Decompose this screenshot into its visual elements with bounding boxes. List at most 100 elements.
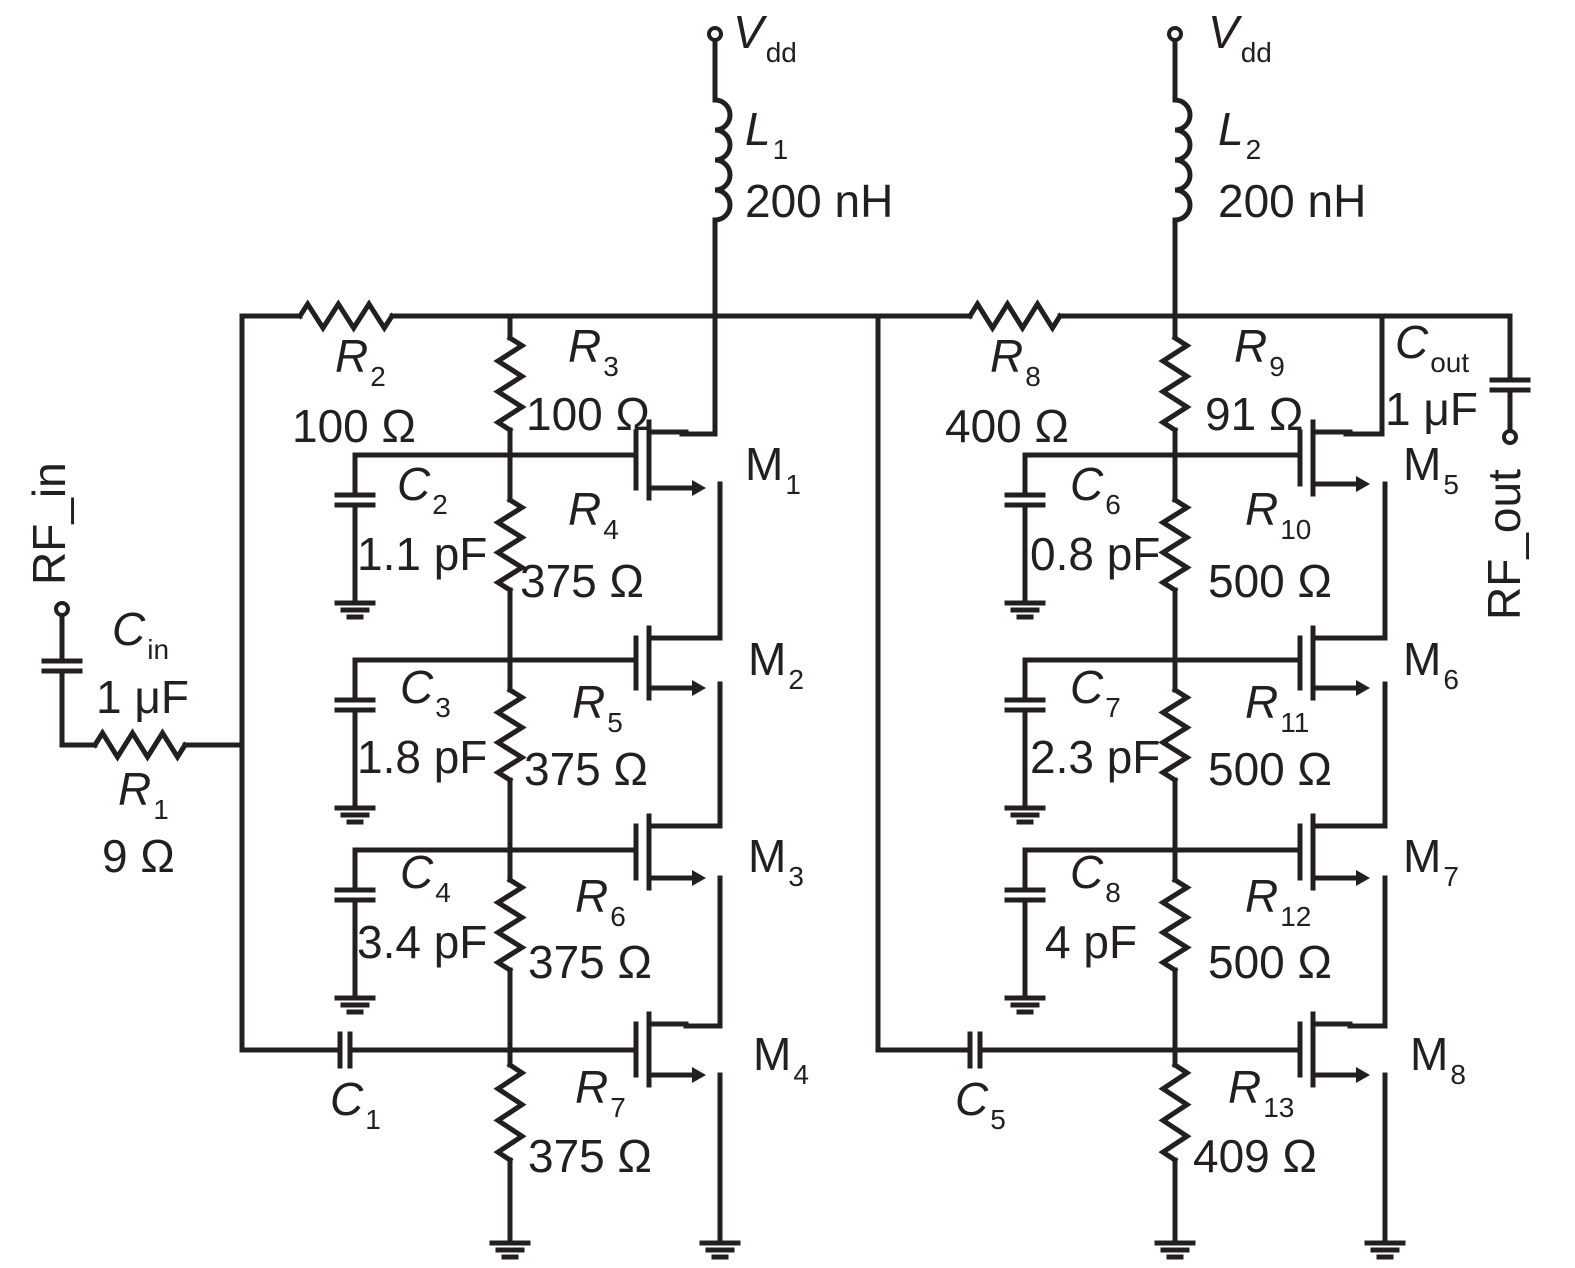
c6-value: 0.8 pF [1030,528,1160,580]
r11-value: 500 Ω [1208,743,1332,795]
resistor-r5 [493,686,527,784]
r5-label: R5 [572,676,623,738]
vdd2-label-name: V [1208,6,1243,58]
c7-value: 2.3 pF [1030,731,1160,783]
c4-value: 3.4 pF [357,916,487,968]
c2-label-subscript: 2 [432,489,448,520]
c4-label: C4 [400,846,451,908]
resistor-r1 [91,728,189,762]
m7-label: M7 [1403,830,1459,892]
c5-label-subscript: 5 [990,1104,1006,1135]
r13-label-name: R [1228,1061,1261,1113]
transistor-m3-arrow [692,870,706,886]
r8-label-name: R [990,330,1023,382]
vdd2-terminal [1167,26,1183,42]
ground-m8 [1364,1240,1406,1260]
ground-c2 [334,600,376,620]
r7-label-subscript: 7 [610,1092,626,1123]
rail-to-m5-drain [1343,313,1385,437]
r3-label: R3 [568,320,619,382]
rf-out-label: RF_out [1478,469,1530,620]
c3-label: C3 [400,661,451,723]
r7-label: R7 [575,1061,626,1123]
r5-value: 375 Ω [524,743,648,795]
capacitor-c1 [337,1031,353,1069]
inductor-l1 [712,97,733,223]
m5-label-subscript: 5 [1443,469,1459,500]
capacitor-c3 [334,697,376,713]
c2-label: C2 [397,458,448,520]
c4-wire [352,847,639,1001]
c6-label-subscript: 6 [1105,489,1121,520]
ground-c6 [1004,600,1046,620]
transistor-m5-arrow [1356,476,1370,492]
l1-label-subscript: 1 [773,134,789,165]
resistor-r7 [493,1061,527,1164]
l2-label: L2 [1218,103,1261,165]
inductor-l2 [1172,97,1193,223]
rf-in-wire [59,612,245,748]
resistor-r10 [1158,496,1192,594]
ground-r7 [489,1240,531,1260]
m2-label: M2 [748,633,804,695]
resistor-r13 [1158,1061,1192,1164]
resistor-r9 [1158,334,1192,434]
r2-value: 100 Ω [292,400,416,452]
r4-label-name: R [568,483,601,535]
right-bias-wire [875,313,1303,1053]
transistor-m2-arrow [692,680,706,696]
c8-label: C8 [1070,846,1121,908]
ground-c3 [334,805,376,825]
c3-value: 1.8 pF [357,731,487,783]
c2-wire [352,452,639,606]
transistor-m7-arrow [1356,870,1370,886]
capacitor-c7 [1004,697,1046,713]
m8-label-subscript: 8 [1450,1059,1466,1090]
rf-in-terminal [54,601,70,617]
r10-value: 500 Ω [1208,555,1332,607]
r7-label-name: R [575,1061,608,1113]
m1-label: M1 [745,438,801,500]
capacitor-c8 [1004,887,1046,903]
m1-label-name: M [745,438,783,490]
c8-label-subscript: 8 [1105,877,1121,908]
capacitor-c4 [334,887,376,903]
r9-label-subscript: 9 [1269,351,1285,382]
cout-label-name: C [1395,316,1429,368]
r10-label-subscript: 10 [1280,514,1311,545]
cin-label: Cin [112,603,169,665]
r11-label-name: R [1245,676,1278,728]
vdd1-label-name: V [733,6,768,58]
resistor-r4 [493,496,527,594]
cout-label: Cout [1395,316,1469,378]
c8-label-name: C [1070,846,1104,898]
cin-value: 1 μF [96,671,189,723]
cin-label-subscript: in [147,634,169,665]
ground-r13 [1154,1240,1196,1260]
r2-label: R2 [335,330,386,392]
m3-label-name: M [748,830,786,882]
r8-value: 400 Ω [945,400,1069,452]
wires [59,37,1513,1243]
r1-label: R1 [118,763,169,825]
r6-label-name: R [575,870,608,922]
ground-m4 [699,1240,741,1260]
m4-label: M4 [753,1028,809,1090]
r2-label-subscript: 2 [370,361,386,392]
resistor-r6 [493,876,527,974]
ground-c8 [1004,995,1046,1015]
r3-label-name: R [568,320,601,372]
c4-label-name: C [400,846,434,898]
vdd1-label-subscript: dd [766,37,797,68]
resistor-r12 [1158,876,1192,974]
r9-value: 91 Ω [1205,388,1303,440]
capacitor-c6 [1004,492,1046,508]
c6-label-name: C [1070,458,1104,510]
r11-label-subscript: 11 [1280,707,1309,738]
l2-value: 200 nH [1218,175,1366,227]
r4-label: R4 [568,483,619,545]
capacitor-cin [41,658,83,674]
capacitor-c2 [334,492,376,508]
c3-label-name: C [400,661,434,713]
